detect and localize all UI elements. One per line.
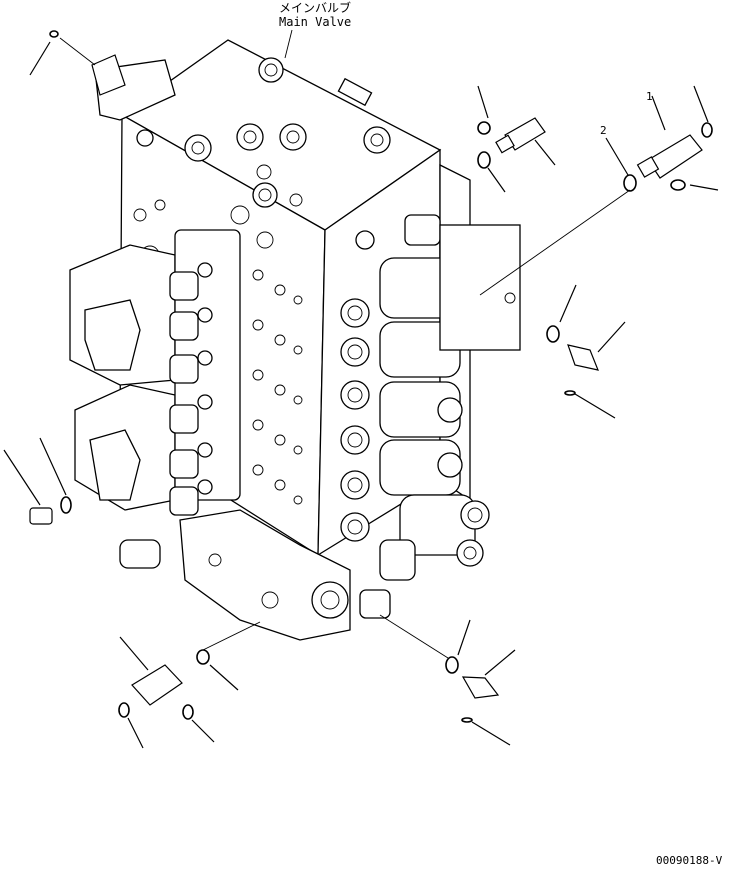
o-rings <box>49 30 713 723</box>
bottom-end-cap <box>119 509 416 641</box>
fitting-item-1 <box>636 134 703 179</box>
leader-lines <box>3 37 719 749</box>
right-face-plugs <box>340 230 375 542</box>
plug-left <box>29 507 53 525</box>
right-solenoid-column <box>379 214 521 567</box>
label-item-1: 1 <box>646 90 653 103</box>
fitting-top-left <box>91 54 126 96</box>
left-solenoid-stack <box>169 262 213 516</box>
document-id: 00090188-V <box>656 854 723 867</box>
label-item-2: 2 <box>600 124 607 137</box>
title-leader-line <box>284 29 293 59</box>
top-bolts <box>136 57 391 208</box>
fitting-top-right <box>495 117 546 154</box>
main-valve-assembly <box>69 39 521 641</box>
title-english: Main Valve <box>279 15 351 29</box>
fitting-bottom-left <box>131 664 183 706</box>
title-japanese: メインバルブ <box>279 0 351 15</box>
fitting-bottom-right <box>461 676 500 699</box>
fitting-right <box>567 344 599 371</box>
